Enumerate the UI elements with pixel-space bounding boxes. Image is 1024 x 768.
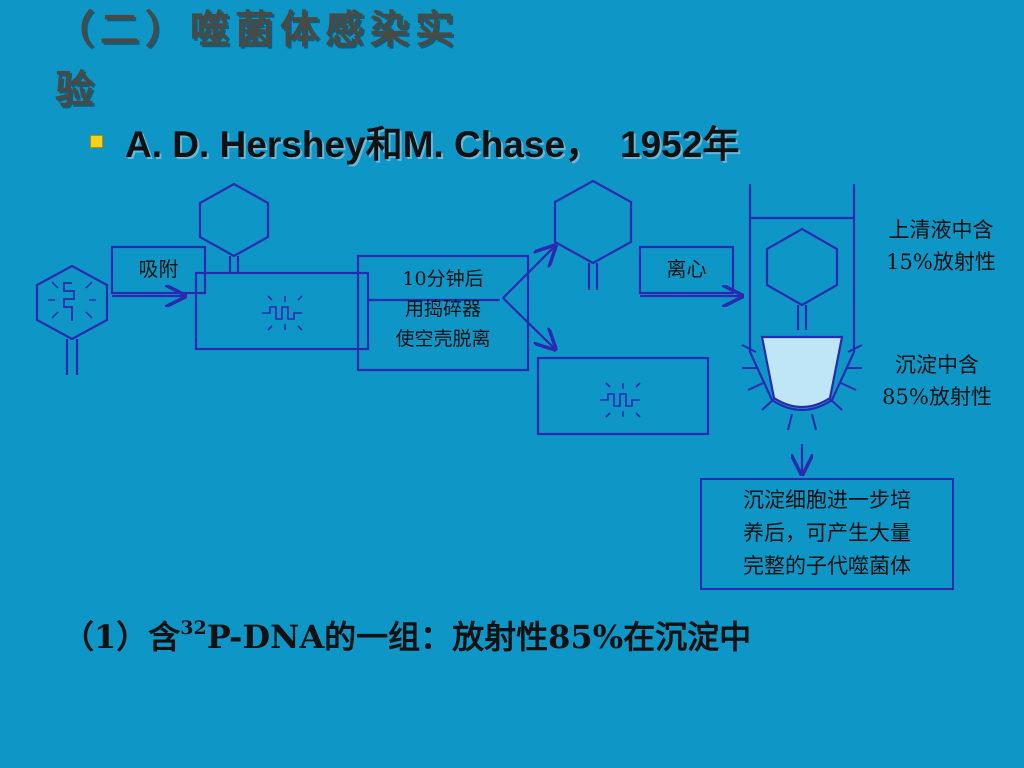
phage-left-icon (35, 264, 109, 375)
infected-cell-box (194, 271, 370, 351)
isotope-superscript: 32 (180, 617, 207, 639)
conclusion-suffix: P-DNA的一组：放射性85%在沉淀中 (206, 618, 752, 656)
supernatant-line2: 15%放射性 (886, 250, 996, 274)
centrifuge-label: 离心 (666, 257, 707, 281)
blend-step-line1: 10分钟后 (402, 268, 484, 290)
blend-step-line2: 用捣碎器 (404, 298, 481, 320)
slide-title: （二）噬菌体感染实 验 (55, 0, 575, 120)
blend-step-line3: 使空壳脱离 (395, 328, 491, 350)
bullet-year: 1952年 (620, 124, 740, 165)
adsorb-box (110, 245, 207, 295)
pellet-fill (760, 335, 844, 409)
phage-in-supernatant-icon (765, 227, 839, 330)
supernatant-line1: 上清液中含 (888, 218, 994, 242)
bullet-square-icon (90, 134, 103, 148)
dna-in-cell-icon (262, 295, 303, 331)
split-arrow-down (502, 297, 555, 349)
result-line1: 沉淀细胞进一步培 (743, 488, 911, 512)
bullet-authors: A. D. Hershey和M. Chase， (125, 124, 603, 165)
phage-ghost-icon (553, 179, 633, 290)
bullet-item: A. D. Hershey和M. Chase， 1952年 (90, 114, 739, 168)
result-line2: 养后，可产生大量 (743, 521, 911, 545)
split-arrow-up (502, 246, 555, 299)
blend-step-label: 10分钟后 用捣碎器 使空壳脱离 (358, 264, 528, 354)
conclusion-text: （1）含32P-DNA的一组：放射性85%在沉淀中 (62, 612, 751, 658)
dna-in-blended-cell-icon (600, 382, 641, 418)
conclusion-prefix: （1）含 (62, 618, 181, 656)
supernatant-label: 上清液中含 15%放射性 (866, 214, 1016, 278)
adsorb-label: 吸附 (138, 257, 179, 281)
phage-attached-icon (198, 182, 270, 273)
radiation-rays-icon (741, 344, 863, 431)
result-line3: 完整的子代噬菌体 (743, 554, 911, 578)
result-box: 沉淀细胞进一步培 养后，可产生大量 完整的子代噬菌体 (700, 478, 954, 590)
centrifuge-tube (748, 184, 856, 411)
slide-title-line2: 验 (55, 67, 101, 113)
blended-cell-box (536, 356, 710, 436)
pellet-line2: 85%放射性 (882, 385, 992, 409)
slide-title-line1: （二）噬菌体感染实 (55, 7, 461, 53)
pellet-line1: 沉淀中含 (895, 353, 979, 377)
blend-step-box (356, 254, 530, 372)
centrifuge-box (638, 245, 735, 295)
pellet-label: 沉淀中含 85%放射性 (862, 349, 1012, 413)
